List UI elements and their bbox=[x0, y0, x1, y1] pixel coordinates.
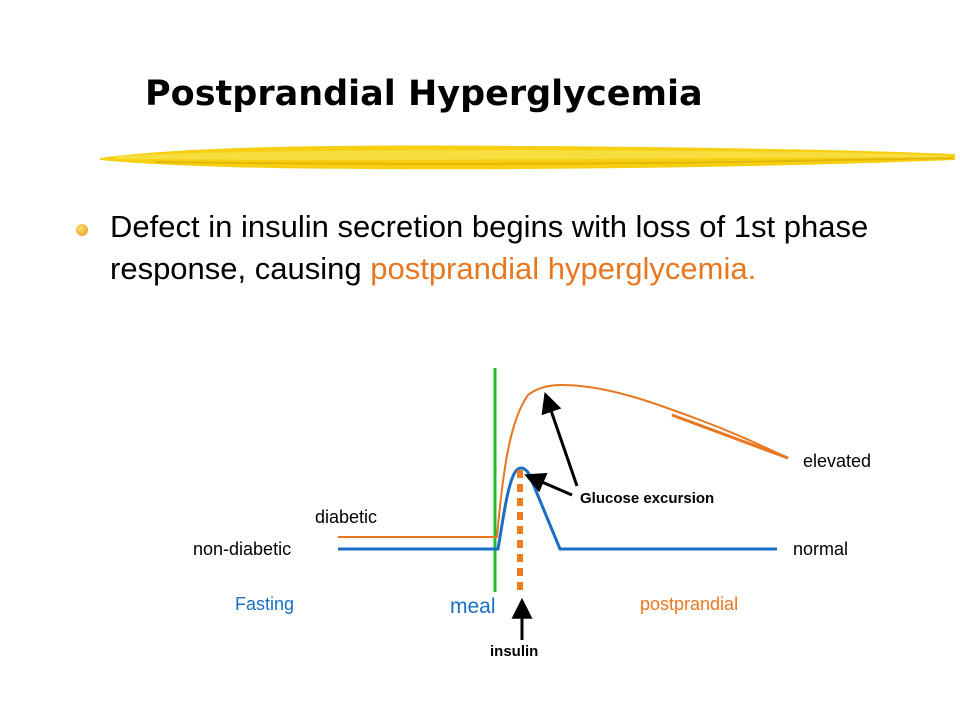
bullet-text-highlight: postprandial hyperglycemia. bbox=[370, 251, 757, 286]
glucose-excursion-arrow-upper bbox=[541, 392, 579, 487]
label-glucose-excursion: Glucose excursion bbox=[580, 490, 714, 507]
label-fasting: Fasting bbox=[235, 594, 294, 614]
diabetic-curve-tail bbox=[671, 413, 789, 460]
label-insulin: insulin bbox=[490, 643, 538, 660]
title-underline-brush bbox=[100, 145, 955, 170]
bullet-text-plain: Defect in insulin secretion begins with … bbox=[110, 209, 869, 286]
label-postprandial: postprandial bbox=[640, 594, 738, 614]
normal-glucose-curve bbox=[338, 466, 777, 551]
label-diabetic: diabetic bbox=[315, 507, 377, 527]
bullet-icon bbox=[76, 224, 88, 236]
label-normal: normal bbox=[793, 539, 848, 559]
glucose-excursion-arrow-lower bbox=[524, 473, 573, 497]
label-non-diabetic: non-diabetic bbox=[193, 539, 291, 559]
diabetic-glucose-curve bbox=[338, 384, 789, 538]
bullet-text: Defect in insulin secretion begins with … bbox=[110, 206, 870, 290]
slide-title: Postprandial Hyperglycemia bbox=[145, 74, 703, 114]
label-meal: meal bbox=[450, 595, 496, 618]
label-elevated: elevated bbox=[803, 451, 871, 471]
